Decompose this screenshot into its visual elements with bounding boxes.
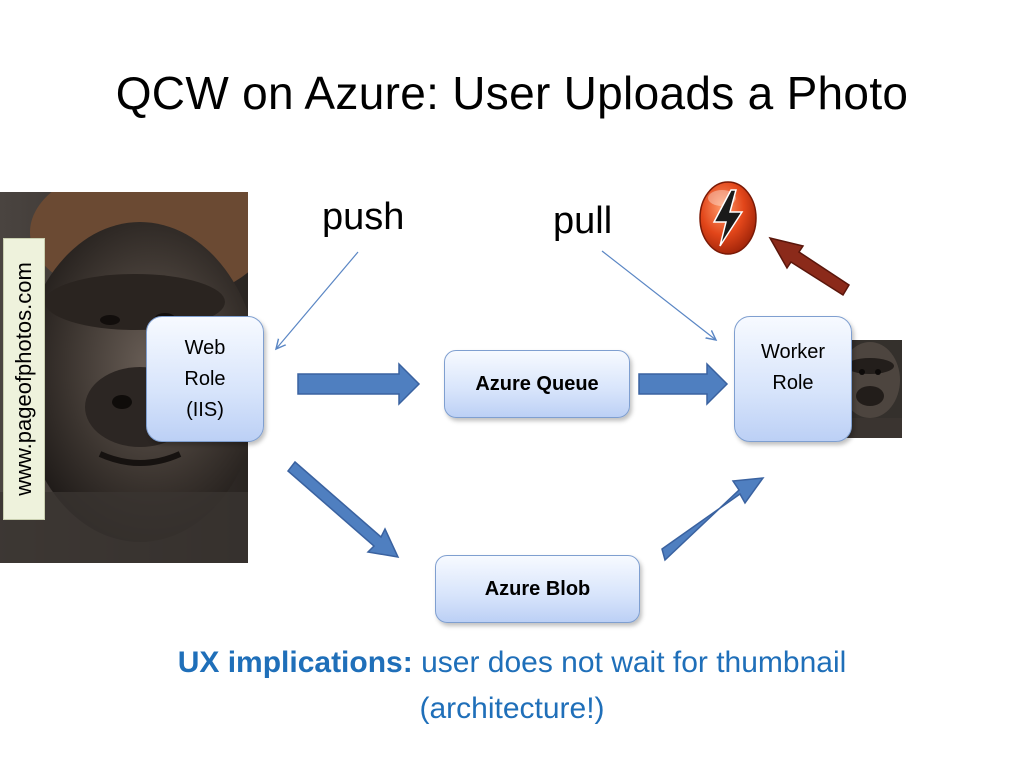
arrow-worker-to-lightning bbox=[768, 236, 851, 297]
worker-role-box: Worker Role bbox=[734, 316, 852, 442]
ux-heading: UX implications: bbox=[177, 646, 413, 679]
arrow-blob-to-worker bbox=[661, 477, 765, 562]
slide-title: QCW on Azure: User Uploads a Photo bbox=[115, 67, 909, 119]
azure-queue-box: Azure Queue bbox=[444, 350, 630, 418]
ux-implications: UX implications: user does not wait for … bbox=[0, 640, 1024, 732]
lightning-orb-icon bbox=[699, 181, 757, 255]
arrow-web-to-queue bbox=[297, 362, 421, 406]
push-label: push bbox=[322, 196, 405, 238]
pull-connector bbox=[601, 250, 716, 340]
azure-blob-box: Azure Blob bbox=[435, 555, 640, 623]
pull-label: pull bbox=[553, 200, 613, 242]
arrow-web-to-blob bbox=[286, 460, 400, 558]
ux-text: user does not wait for thumbnail bbox=[412, 646, 847, 679]
web-role-box: Web Role (IIS) bbox=[146, 316, 264, 442]
arrow-queue-to-worker bbox=[638, 362, 729, 406]
photo-credit-banner: www.pageofphotos.com bbox=[3, 238, 45, 520]
ux-line-1: UX implications: user does not wait for … bbox=[0, 640, 1024, 686]
push-connector bbox=[276, 251, 359, 349]
gorilla-thumbnail bbox=[836, 340, 902, 438]
ux-line-2: (architecture!) bbox=[419, 692, 605, 725]
